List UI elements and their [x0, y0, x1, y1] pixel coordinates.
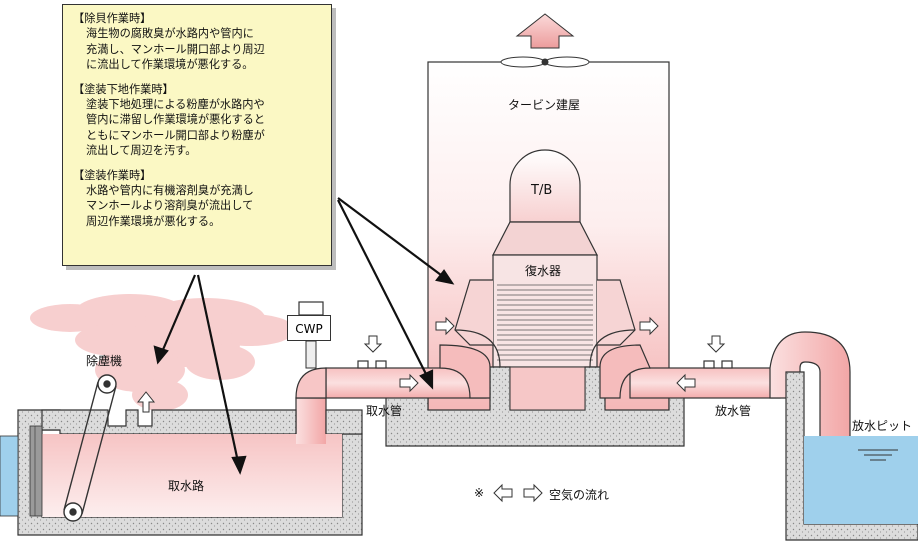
intake-manhole [357, 360, 387, 369]
note-body: 水路や管内に有機溶剤臭が充満し マンホールより溶剤臭が流出して 周辺作業環境が悪… [86, 184, 254, 228]
exhaust-arrow-icon [515, 13, 575, 49]
note-heading: 【塗装作業時】 [73, 168, 152, 182]
legend-arrow-left-icon [493, 483, 513, 503]
note-block-primer: 【塗装下地作業時】 塗装下地処理による粉塵が水路内や 管内に滞留し作業環境が悪化… [73, 82, 325, 159]
discharge-manhole [703, 360, 733, 369]
turbine-building-label: タービン建屋 [508, 98, 581, 112]
legend-arrow-right-icon [523, 483, 543, 503]
note-pointers [153, 197, 455, 475]
condenser-tubes [497, 284, 593, 361]
sea-water [0, 435, 19, 517]
work-conditions-note: 【除貝作業時】 海生物の腐敗臭が水路内や管内に 充満し、マンホール開口部より周辺… [62, 4, 332, 266]
discharge-pipe-horizontal [629, 367, 781, 399]
dust-cloud [30, 294, 295, 411]
legend-mark: ※ [474, 486, 485, 500]
note-block-painting: 【塗装作業時】 水路や管内に有機溶剤臭が充満し マンホールより溶剤臭が流出して … [73, 168, 325, 230]
manhole-air-down-arrow-icon [706, 335, 726, 353]
note-heading: 【塗装下地作業時】 [73, 82, 174, 96]
intake-channel-label: 取水路 [168, 479, 205, 493]
air-up-arrow-icon [136, 391, 156, 413]
discharge-pit-water [804, 436, 918, 524]
note-body: 海生物の腐敗臭が水路内や管内に 充満し、マンホール開口部より周辺 に流出して作業… [86, 27, 265, 72]
discharge-pit-label: 放水ピット [852, 419, 913, 433]
turbine-dome [509, 149, 581, 223]
cwp-motor-cap [298, 301, 324, 316]
roof-fan [500, 56, 590, 68]
flow-arrow-right-icon [639, 316, 659, 336]
intake-pipe-label: 取水管 [366, 404, 403, 418]
turbine-neck [492, 221, 598, 256]
note-heading: 【除貝作業時】 [73, 12, 152, 25]
flow-arrow-left-icon [676, 373, 696, 393]
discharge-gooseneck [769, 331, 851, 441]
condenser-label: 復水器 [525, 262, 562, 279]
manhole-air-down-arrow-icon [363, 335, 383, 353]
intake-channel-water [42, 434, 342, 517]
intake-channel-top-slab [41, 409, 297, 435]
legend-label: 空気の流れ [549, 488, 610, 502]
discharge-pipe-label: 放水管 [715, 404, 752, 418]
note-body: 塗装下地処理による粉塵が水路内や 管内に滞留し作業環境が悪化すると ともにマンホ… [86, 98, 266, 158]
note-block-shell-removal: 【除貝作業時】 海生物の腐敗臭が水路内や管内に 充満し、マンホール開口部より周辺… [73, 11, 325, 73]
turbine-label: T/B [531, 183, 553, 198]
flow-arrow-right-icon [435, 316, 455, 336]
flow-arrow-right-icon [399, 373, 419, 393]
dust-collector [63, 374, 117, 522]
cwp-label: CWP [287, 315, 331, 341]
dust-collector-label: 除塵機 [86, 354, 123, 368]
discharge-pit-structure [785, 371, 918, 541]
